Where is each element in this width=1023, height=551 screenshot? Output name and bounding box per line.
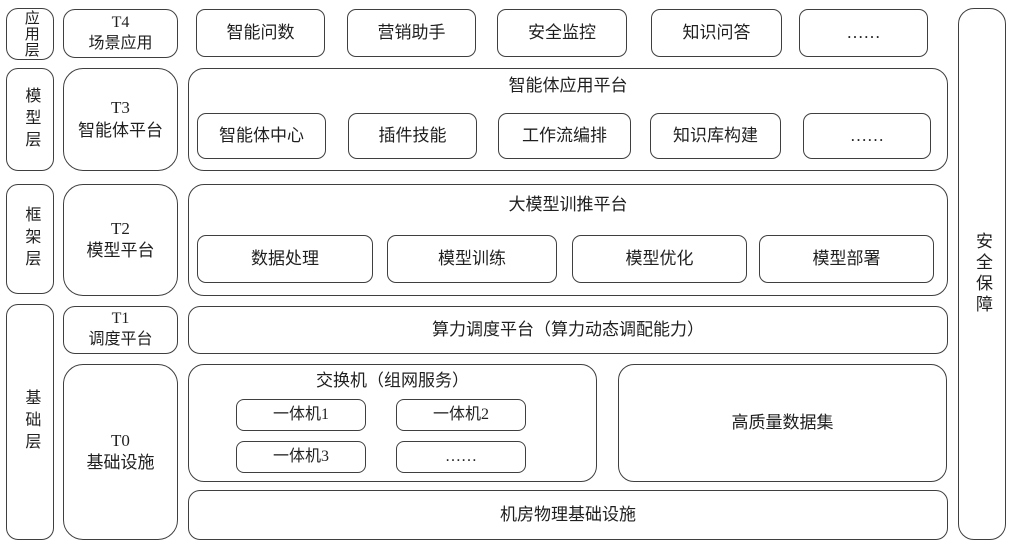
datacenter-physical-infrastructure-bar: 机房物理基础设施	[188, 490, 948, 540]
app-item-ellipsis: ……	[799, 9, 928, 57]
layer-label-infrastructure: 基础层	[6, 304, 54, 540]
all-in-one-machine-2: 一体机2	[396, 399, 526, 431]
tier-t1-name: 调度平台	[88, 331, 153, 348]
security-assurance-text: 安全保障	[973, 232, 993, 316]
layer-label-model-text: 模型层	[22, 86, 40, 153]
tier-t4-name: 场景应用	[88, 34, 153, 52]
tier-box-t2: T2 模型平台	[63, 184, 178, 296]
tier-box-t1: T1 调度平台	[63, 306, 178, 354]
agent-item-plugin-skills: 插件技能	[348, 113, 477, 159]
agent-application-platform-title: 智能体应用平台	[508, 76, 628, 95]
llm-item-data-processing: 数据处理	[197, 235, 373, 283]
switch-networking-title: 交换机（组网服务）	[316, 371, 469, 390]
app-item-security-monitoring: 安全监控	[497, 9, 627, 57]
llm-item-model-deployment: 模型部署	[759, 235, 934, 283]
agent-item-knowledge-base-building: 知识库构建	[650, 113, 781, 159]
security-assurance-bar: 安全保障	[958, 8, 1006, 540]
llm-item-model-optimization: 模型优化	[572, 235, 747, 283]
agent-item-ellipsis: ……	[803, 113, 931, 159]
tier-box-t4: T4 场景应用	[63, 9, 178, 58]
high-quality-dataset-box: 高质量数据集	[618, 364, 947, 482]
tier-t3-name: 智能体平台	[78, 120, 163, 140]
app-item-smart-data-qa: 智能问数	[196, 9, 325, 57]
agent-item-agent-center: 智能体中心	[197, 113, 326, 159]
tier-t4-code: T4	[111, 13, 130, 31]
agent-application-platform-panel: 智能体应用平台 智能体中心 插件技能 工作流编排 知识库构建 ……	[188, 68, 948, 171]
all-in-one-machine-ellipsis: ……	[396, 441, 526, 473]
llm-training-inference-platform-panel: 大模型训推平台 数据处理 模型训练 模型优化 模型部署	[188, 184, 948, 296]
llm-training-inference-platform-title: 大模型训推平台	[508, 195, 628, 214]
tier-t0-name: 基础设施	[86, 453, 155, 472]
app-item-knowledge-qa: 知识问答	[651, 9, 782, 57]
compute-scheduling-platform-bar: 算力调度平台（算力动态调配能力）	[188, 306, 948, 354]
switch-networking-panel: 交换机（组网服务） 一体机1 一体机2 一体机3 ……	[188, 364, 597, 482]
tier-box-t3: T3 智能体平台	[63, 68, 178, 171]
layer-label-application-text: 应用层	[22, 10, 39, 58]
all-in-one-machine-1: 一体机1	[236, 399, 366, 431]
layer-label-framework: 框架层	[6, 184, 54, 294]
tier-t2-code: T2	[111, 218, 130, 238]
llm-item-model-training: 模型训练	[387, 235, 557, 283]
tier-box-t0: T0 基础设施	[63, 364, 178, 540]
tier-t1-code: T1	[111, 310, 130, 328]
app-item-marketing-assistant: 营销助手	[347, 9, 476, 57]
all-in-one-machine-3: 一体机3	[236, 441, 366, 473]
tier-t3-code: T3	[111, 98, 130, 118]
layer-label-application: 应用层	[6, 8, 54, 60]
agent-item-workflow-orchestration: 工作流编排	[498, 113, 631, 159]
tier-t0-code: T0	[111, 430, 130, 450]
tier-t2-name: 模型平台	[86, 241, 155, 260]
layer-label-infrastructure-text: 基础层	[22, 389, 40, 455]
layer-label-framework-text: 框架层	[22, 206, 40, 272]
layer-label-model: 模型层	[6, 68, 54, 171]
